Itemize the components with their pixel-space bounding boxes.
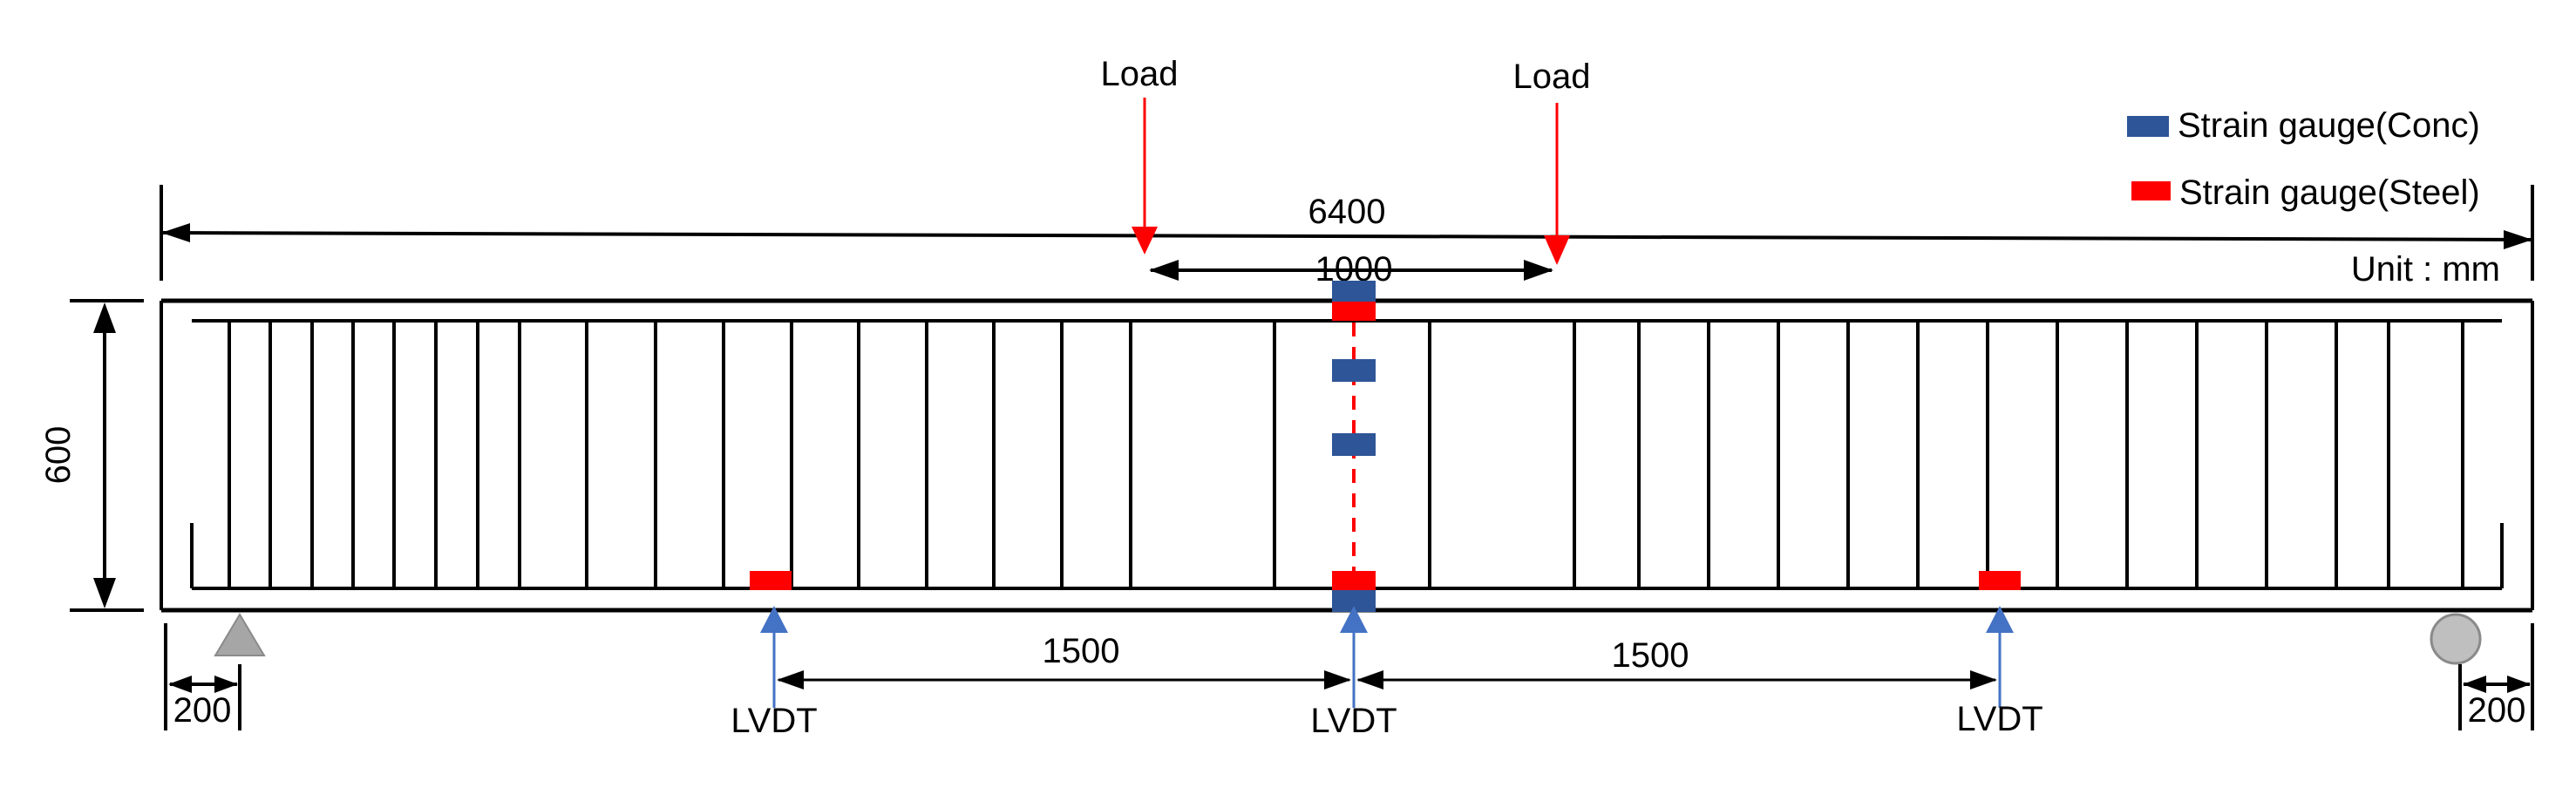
roller-support-icon [2430,613,2482,665]
left-overhang-label: 200 [173,691,232,730]
lvdt-spacing-right-dimension: 1500 [1356,636,1997,690]
lvdt-left-arrow-icon [760,606,788,633]
lvdt-center: LVDT [1310,606,1397,740]
legend-steel-swatch [2131,181,2171,200]
legend-conc-swatch [2127,116,2169,137]
beam-height-dimension: 600 [39,299,144,612]
right-overhang-dimension: 200 [2458,623,2534,730]
lvdt-center-label: LVDT [1310,702,1397,740]
load-left-label: Load [1101,55,1179,93]
conc-gauge-mid-upper [1332,359,1376,382]
left-overhang-dimension: 200 [164,623,241,730]
stirrups [228,321,2464,588]
lvdt-center-arrow-icon [1340,606,1368,633]
lvdt-left-label: LVDT [731,702,817,740]
right-overhang-label: 200 [2468,691,2526,730]
lvdt-right-label: LVDT [1956,700,2042,738]
steel-gauge-right [1979,571,2021,590]
legend-steel-label: Strain gauge(Steel) [2179,173,2480,212]
overall-span-label: 6400 [1308,193,1386,231]
beam-height-label: 600 [39,426,78,485]
lvdt-right: LVDT [1956,606,2043,738]
load-arrow-right: Load [1513,58,1591,265]
legend: Strain gauge(Conc) Strain gauge(Steel) [2127,106,2480,212]
unit-note: Unit : mm [2351,250,2500,289]
steel-gauge-midspan-bottom [1332,571,1376,590]
steel-strain-gauges [750,302,2021,590]
steel-gauge-left [750,571,792,590]
load-arrow-left: Load [1101,55,1179,255]
legend-conc-label: Strain gauge(Conc) [2178,106,2480,145]
lvdt-spacing-right-label: 1500 [1612,636,1689,675]
conc-gauge-mid-lower [1332,433,1376,456]
lvdt-spacing-left-label: 1500 [1043,632,1120,670]
roller-support [2430,613,2482,665]
load-right-label: Load [1513,58,1591,96]
conc-gauge-top [1332,281,1376,302]
overall-span-dimension: 6400 [160,185,2534,281]
lvdt-spacing-left-dimension: 1500 [777,632,1351,690]
pin-support [214,613,266,656]
pin-support-icon [214,613,266,656]
lvdt-left: LVDT [731,606,818,740]
steel-gauge-top [1332,302,1376,321]
lvdt-right-arrow-icon [1986,606,2014,633]
